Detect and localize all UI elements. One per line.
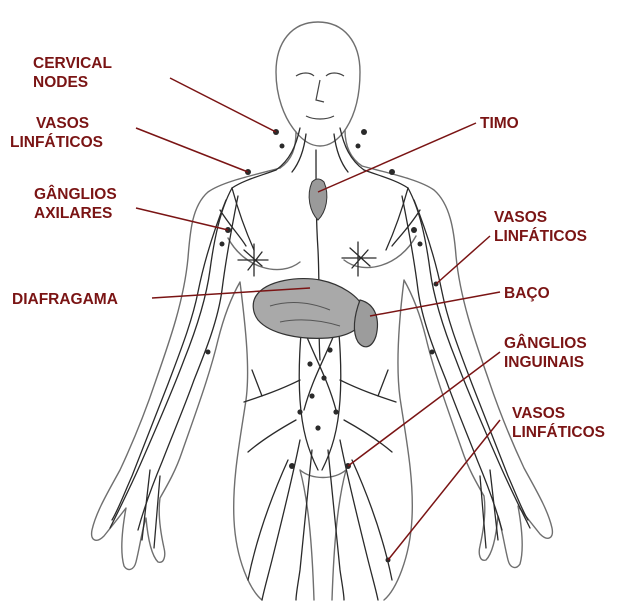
- label-inguinais-line1: GÂNGLIOS: [504, 334, 587, 353]
- label-inguinais-line2: INGUINAIS: [504, 353, 587, 372]
- spleen-shape: [354, 300, 377, 347]
- label-vasos-linfaticos-neck: VASOS LINFÁTICOS: [10, 114, 103, 152]
- neck-outline: [280, 130, 362, 168]
- label-diafragama-line1: DIAFRAGAMA: [12, 290, 118, 309]
- label-vasos-linfaticos-leg: VASOS LINFÁTICOS: [512, 404, 605, 442]
- label-vasos-arm-line2: LINFÁTICOS: [494, 227, 587, 246]
- label-baco-line1: BAÇO: [504, 284, 550, 303]
- legs-inner-outline: [300, 470, 346, 600]
- chest-contour: [228, 236, 416, 270]
- label-axilares-line1: GÂNGLIOS: [34, 185, 117, 204]
- leader-axilares: [136, 208, 228, 230]
- label-vasos-neck-line1: VASOS: [10, 114, 103, 133]
- label-vasos-leg-line2: LINFÁTICOS: [512, 423, 605, 442]
- mouth: [306, 116, 334, 119]
- thymus-shape: [309, 179, 327, 220]
- label-cervical-nodes: CERVICAL NODES: [33, 54, 112, 92]
- nose: [316, 80, 324, 102]
- label-vasos-neck-line2: LINFÁTICOS: [10, 133, 103, 152]
- label-cervical-line1: CERVICAL: [33, 54, 112, 73]
- face-features: [296, 73, 344, 119]
- label-vasos-leg-line1: VASOS: [512, 404, 605, 423]
- leader-vasos-leg: [388, 420, 500, 560]
- label-timo-line1: TIMO: [480, 114, 519, 133]
- leader-cervical: [170, 78, 276, 132]
- right-eye: [326, 73, 344, 76]
- label-timo: TIMO: [480, 114, 519, 133]
- label-axilares-line2: AXILARES: [34, 204, 117, 223]
- label-vasos-arm-line1: VASOS: [494, 208, 587, 227]
- label-vasos-linfaticos-arm: VASOS LINFÁTICOS: [494, 208, 587, 246]
- left-body-outline: [92, 168, 280, 600]
- leader-vasos-neck: [136, 128, 248, 172]
- label-diafragama: DIAFRAGAMA: [12, 290, 118, 309]
- label-cervical-line2: NODES: [33, 73, 112, 92]
- leader-vasos-right-arm: [436, 236, 490, 284]
- label-baco: BAÇO: [504, 284, 550, 303]
- head-outline: [276, 22, 360, 146]
- left-eye: [296, 73, 314, 76]
- label-ganglios-inguinais: GÂNGLIOS INGUINAIS: [504, 334, 587, 372]
- label-ganglios-axilares: GÂNGLIOS AXILARES: [34, 185, 117, 223]
